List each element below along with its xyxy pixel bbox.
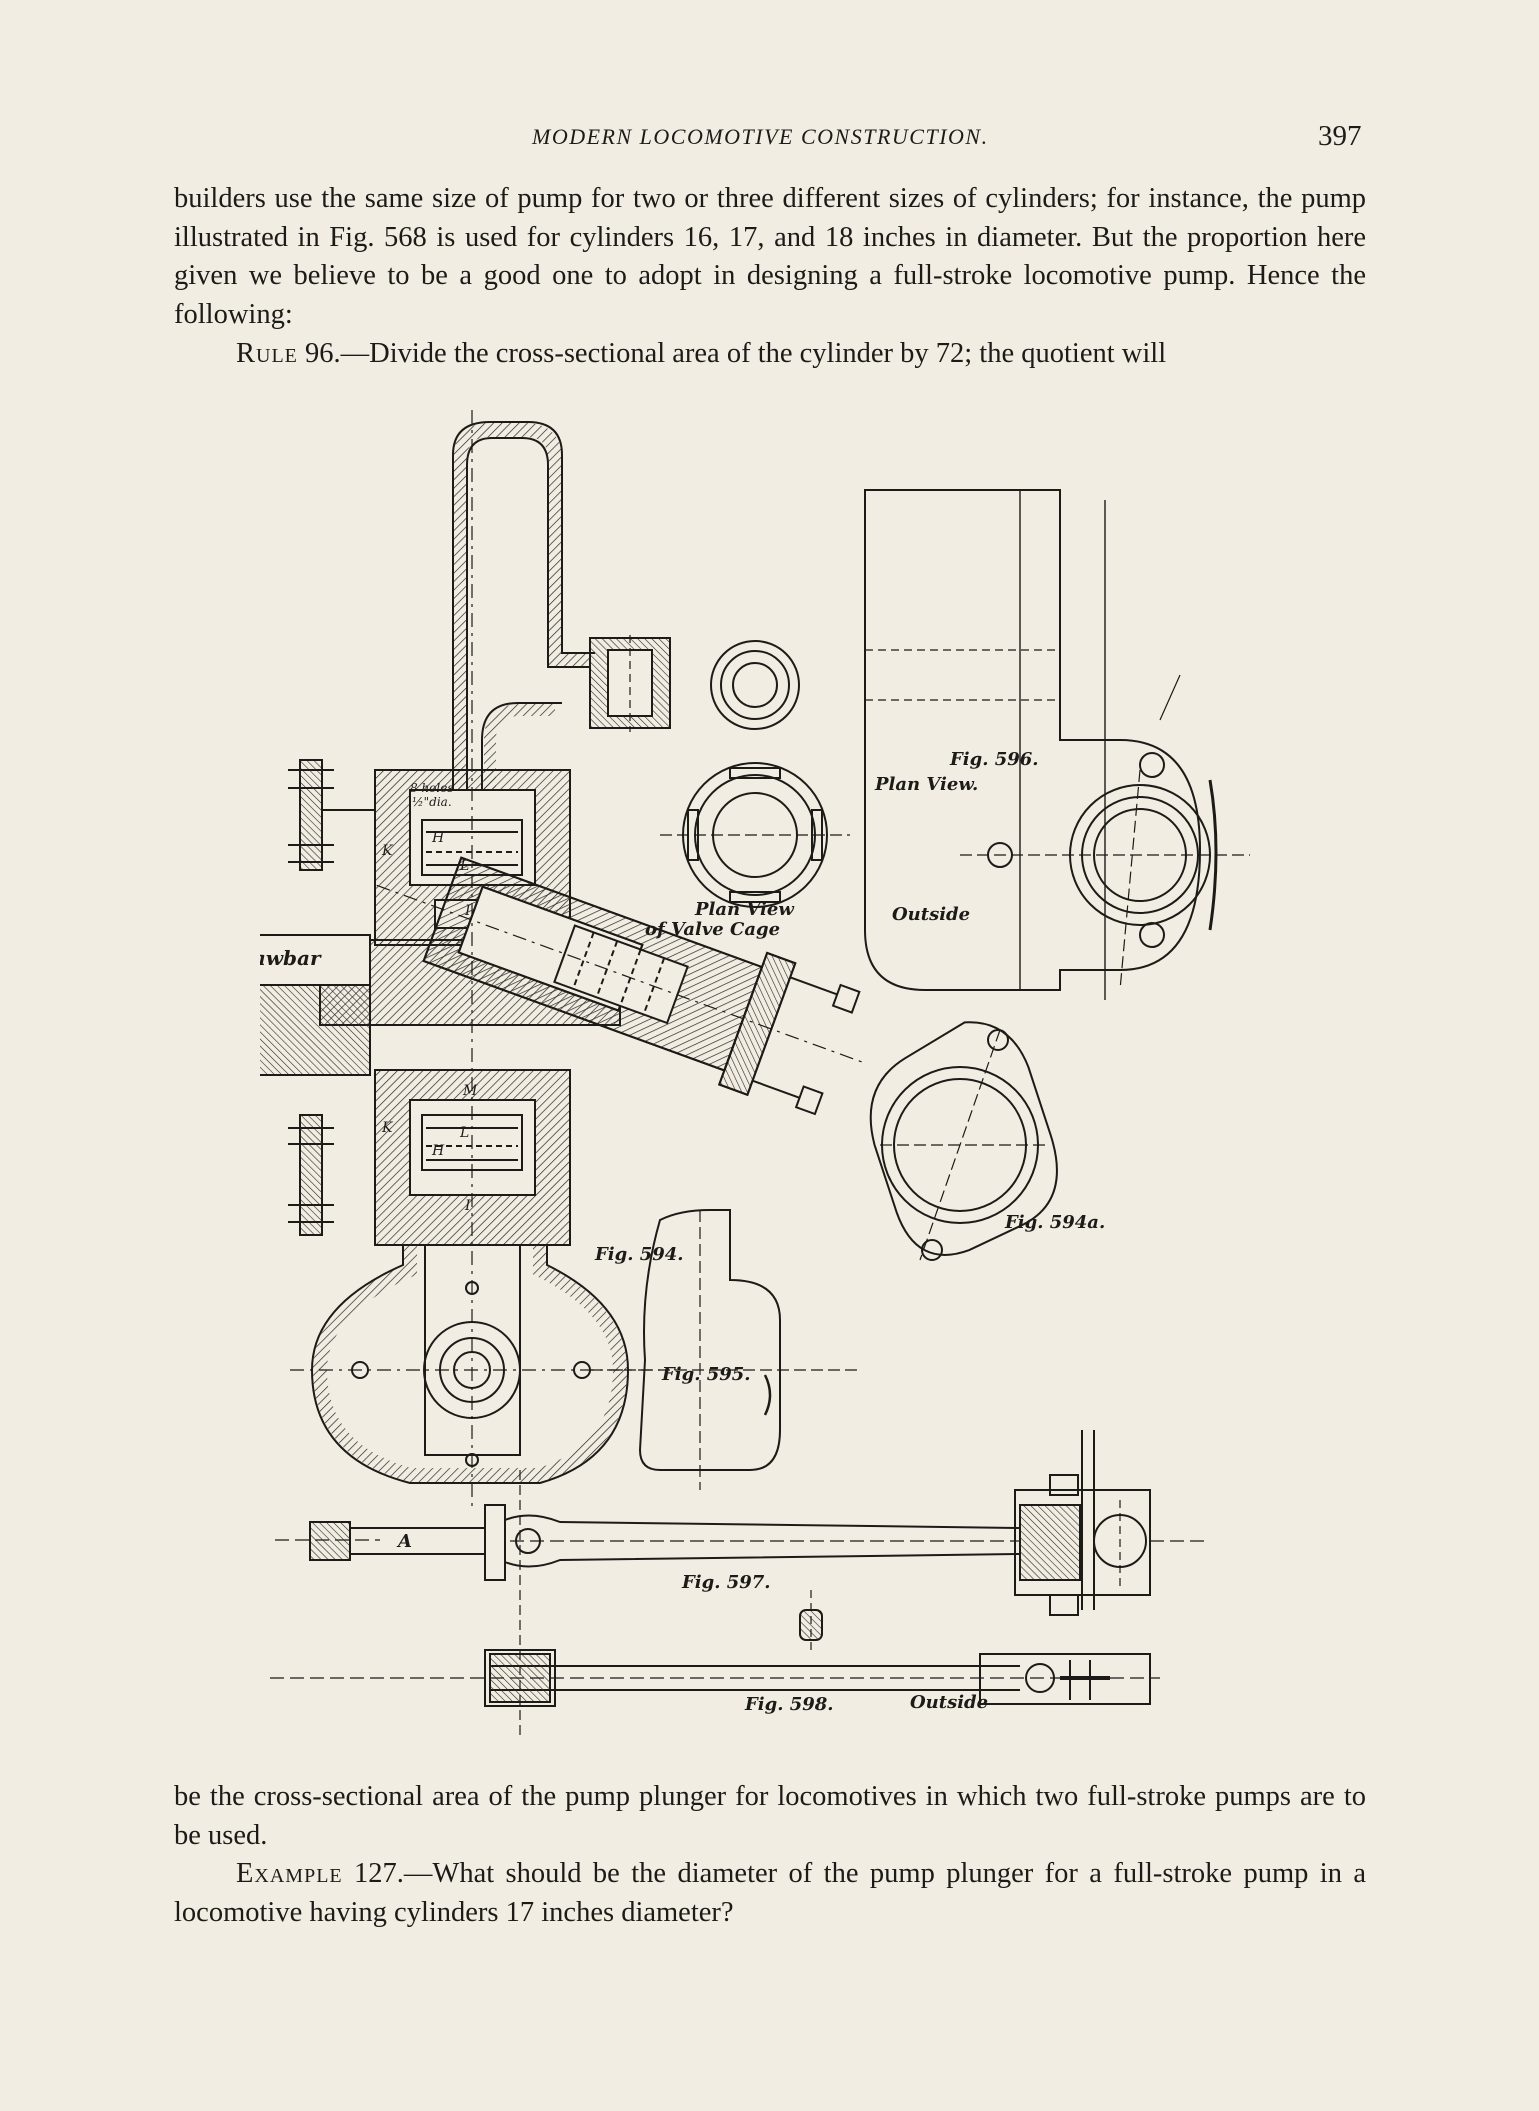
fig-598-rod [270,1649,1160,1707]
page-number: 397 [1318,120,1362,152]
label-holes-dia: ½"dia. [412,795,452,809]
paragraph-builders: builders use the same size of pump for t… [174,183,1366,330]
label-holes: 8 holes [410,781,454,795]
running-head: MODERN LOCOMOTIVE CONSTRUCTION. [532,124,989,149]
example-127-paragraph: Example 127.—What should be the diameter… [174,1855,1366,1932]
fig-597-rod [275,1430,1205,1740]
rule-label: Rule [236,338,298,369]
label-l-lower: L [459,1125,469,1141]
label-k-lower: K [381,1120,394,1136]
label-fig-598: Fig. 598. [744,1694,834,1715]
fig-594a-flange [869,1021,1058,1261]
page-header: MODERN LOCOMOTIVE CONSTRUCTION. 397 [0,120,1539,160]
label-fig-594a: Fig. 594a. [1004,1212,1105,1233]
label-fig-595: Fig. 595. [661,1364,751,1385]
fig-594-pump-section [260,410,866,1510]
rule-96-paragraph: Rule 96.—Divide the cross-sectional area… [174,335,1366,374]
paragraph-plunger: be the cross-sectional area of the pump … [174,1781,1366,1851]
rule-text: 96.—Divide the cross-sectional area of t… [297,338,1167,369]
label-k-upper: K [381,843,394,859]
label-i-upper: I [464,903,471,919]
label-m: M [462,1083,478,1099]
fig-595-casting [590,1209,860,1490]
label-outside-598: Outside [910,1692,988,1713]
label-h-lower: H [431,1143,445,1159]
figure-pump-drawings: 8 holes ½"dia. Drawbar Plan View of Valv… [260,410,1280,1750]
label-plan-view-cage-2: of Valve Cage [645,919,780,940]
label-plan-view-cage-1: Plan View [694,899,795,920]
label-fig-597: Fig. 597. [681,1572,771,1593]
pump-drawing-svg: 8 holes ½"dia. Drawbar Plan View of Valv… [260,410,1250,1740]
fig-596-plan-view [864,489,1250,1000]
label-outside-596: Outside [892,904,970,925]
example-label: Example [236,1858,343,1889]
label-fig-596: Fig. 596. [949,749,1039,770]
valve-cage-plan-view [660,640,850,908]
label-fig-594: Fig. 594. [594,1244,684,1265]
label-i-lower: I [464,1198,471,1214]
example-text: 127.—What should be the diameter of the … [174,1858,1366,1928]
figure-labels: 8 holes ½"dia. Drawbar Plan View of Valv… [260,749,1105,1715]
label-h-upper: H [431,830,445,846]
label-l-upper: L [459,858,469,874]
label-a: A [396,1531,412,1552]
label-drawbar: Drawbar [260,946,322,970]
label-plan-view: Plan View. [874,774,978,795]
